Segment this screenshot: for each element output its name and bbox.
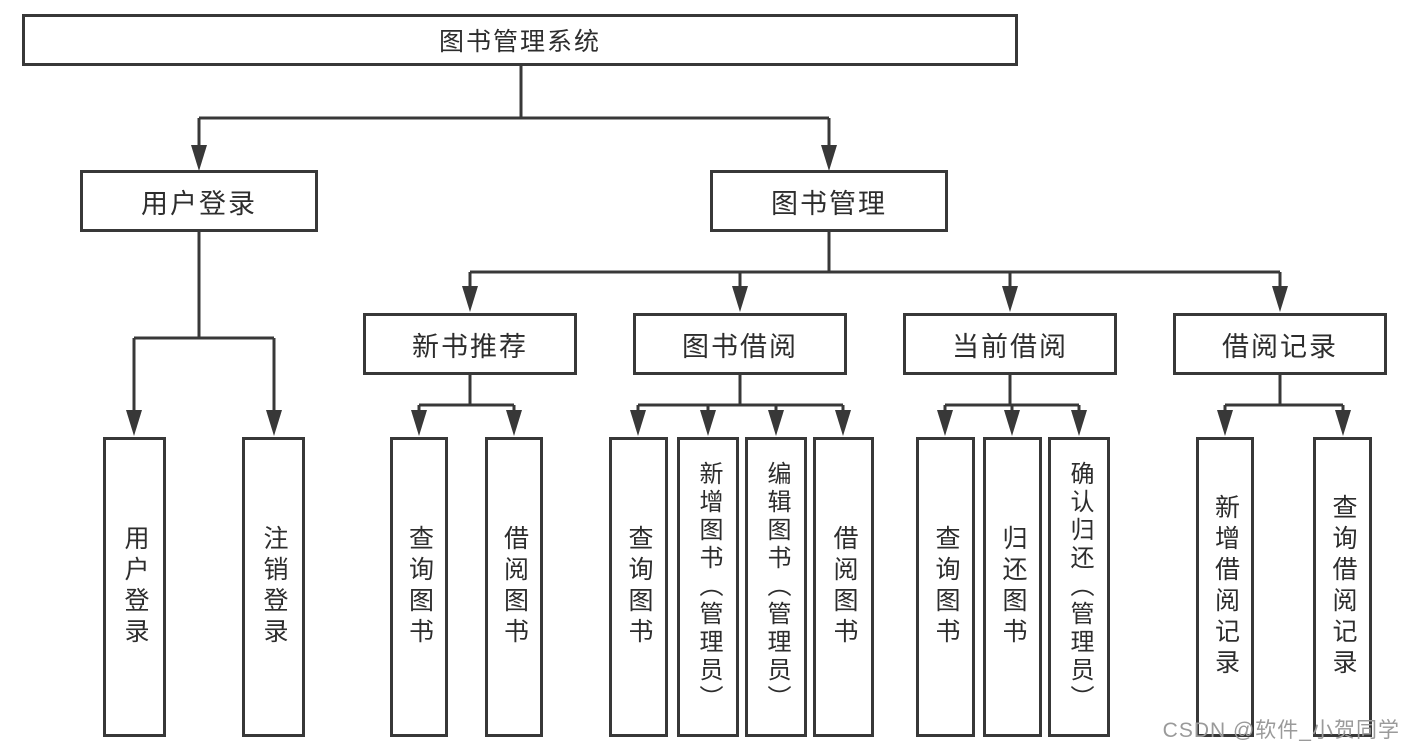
- node-logout: 注销登录: [242, 437, 305, 737]
- connector-user-login-arrowheads: [126, 410, 282, 436]
- node-label: 确认归还（管理员）: [1066, 461, 1093, 713]
- node-search-books-current: 查询图书: [916, 437, 975, 737]
- node-search-books-borrow: 查询图书: [609, 437, 668, 737]
- node-label: 查询图书: [932, 525, 960, 649]
- node-label: 图书管理系统: [438, 28, 601, 56]
- node-search-books-recommend: 查询图书: [390, 437, 448, 737]
- node-label: 新增借阅记录: [1211, 494, 1240, 680]
- node-label: 借阅图书: [500, 525, 529, 649]
- node-label: 用户登录: [121, 525, 149, 649]
- connector-book-management: [468, 232, 1282, 290]
- node-add-borrow-record: 新增借阅记录: [1196, 437, 1254, 737]
- node-borrow-books-recommend: 借阅图书: [485, 437, 543, 737]
- node-label: 图书借阅: [682, 331, 798, 362]
- connector-new-book-arrowheads: [411, 410, 522, 436]
- connector-current-borrow-arrowheads: [937, 410, 1087, 436]
- node-label: 查询图书: [625, 525, 653, 649]
- csdn-watermark: CSDN @软件_小贺同学: [1162, 719, 1400, 742]
- connector-book-borrow: [636, 375, 845, 414]
- node-book-borrowing: 图书借阅: [633, 313, 847, 375]
- node-label: 用户登录: [141, 188, 257, 219]
- node-library-management-system: 图书管理系统: [22, 14, 1018, 66]
- node-label: 查询图书: [405, 525, 434, 649]
- node-label: 新书推荐: [412, 331, 528, 362]
- connector-root-arrowheads: [191, 145, 837, 171]
- node-confirm-return-admin: 确认归还（管理员）: [1048, 437, 1110, 737]
- node-label: 查询借阅记录: [1329, 494, 1357, 680]
- connector-user-login: [132, 232, 276, 412]
- node-user-login: 用户登录: [80, 170, 318, 232]
- node-label: 借阅记录: [1222, 331, 1338, 362]
- node-label: 新增图书（管理员）: [695, 461, 722, 713]
- connector-root: [197, 65, 831, 148]
- node-new-book-recommendation: 新书推荐: [363, 313, 577, 375]
- connector-book-borrow-arrowheads: [630, 410, 851, 436]
- node-borrowing-records: 借阅记录: [1173, 313, 1387, 375]
- connector-borrow-record: [1223, 375, 1345, 414]
- connector-current-borrow: [943, 375, 1081, 414]
- node-user-login-leaf: 用户登录: [103, 437, 166, 737]
- node-book-management: 图书管理: [710, 170, 948, 232]
- node-edit-books-admin: 编辑图书（管理员）: [745, 437, 807, 737]
- node-label: 注销登录: [260, 525, 288, 649]
- connector-new-book: [417, 375, 516, 414]
- node-label: 归还图书: [999, 525, 1027, 649]
- node-current-borrowing: 当前借阅: [903, 313, 1117, 375]
- node-label: 当前借阅: [952, 331, 1068, 362]
- node-label: 图书管理: [771, 188, 887, 219]
- node-label: 借阅图书: [830, 525, 858, 649]
- node-return-books: 归还图书: [983, 437, 1042, 737]
- node-label: 编辑图书（管理员）: [763, 461, 790, 713]
- node-add-books-admin: 新增图书（管理员）: [677, 437, 739, 737]
- connector-book-management-arrowheads: [462, 286, 1288, 312]
- connector-borrow-record-arrowheads: [1217, 410, 1351, 436]
- node-search-borrow-record: 查询借阅记录: [1313, 437, 1372, 737]
- node-borrow-books: 借阅图书: [813, 437, 874, 737]
